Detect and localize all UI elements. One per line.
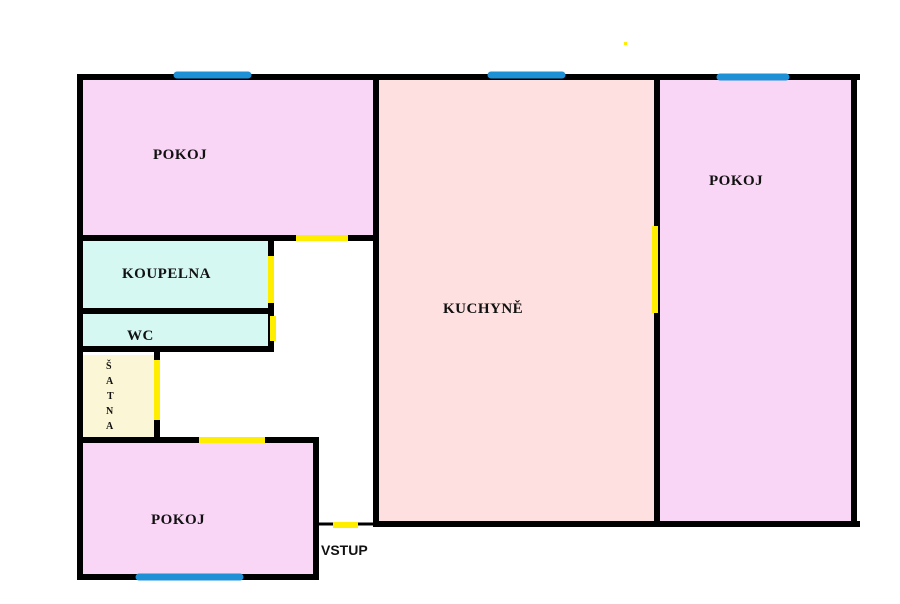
label-vstup: VSTUP	[321, 542, 368, 558]
label-satna-letter-5: A	[106, 421, 114, 432]
label-satna-letter-4: N	[106, 406, 114, 417]
room-pokoj-bottom-left	[83, 443, 314, 576]
label-pokoj-bottom-left: POKOJ	[151, 512, 205, 528]
room-pokoj-right	[658, 79, 854, 522]
label-satna-letter-3: T	[107, 391, 114, 402]
label-satna-letter-1: Š	[106, 359, 112, 372]
room-kuchyne	[376, 79, 657, 522]
doors	[154, 226, 658, 528]
room-pokoj-top-left	[83, 79, 375, 238]
label-pokoj-right: POKOJ	[709, 173, 763, 189]
room-koupelna	[83, 241, 269, 308]
room-wc	[83, 314, 269, 347]
label-satna-letter-2: A	[106, 376, 114, 387]
room-satna	[83, 355, 157, 439]
windows	[135, 71, 790, 581]
label-pokoj-top-left: POKOJ	[153, 147, 207, 163]
label-wc: WC	[127, 328, 154, 344]
label-koupelna: KOUPELNA	[122, 266, 211, 282]
label-kuchyne: KUCHYNĚ	[443, 300, 523, 317]
stray-dot	[624, 42, 627, 45]
